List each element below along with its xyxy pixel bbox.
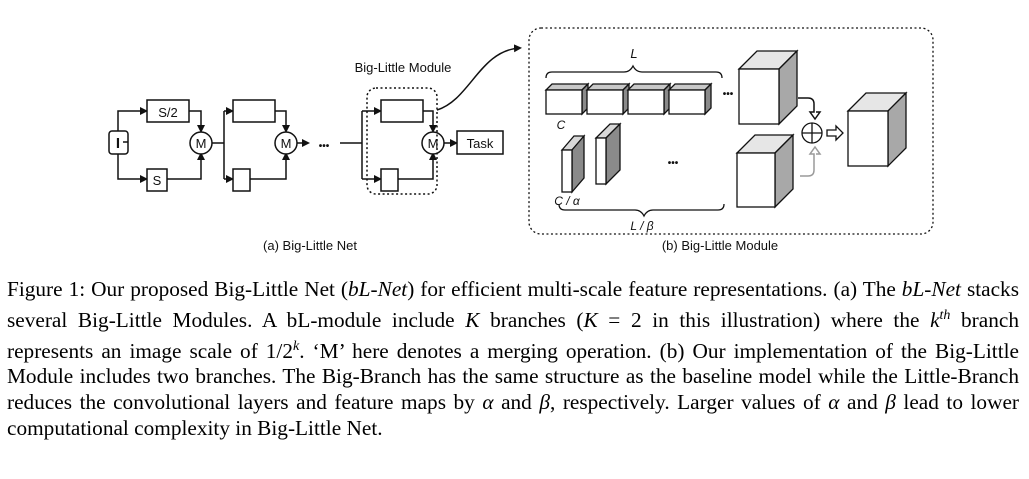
little-channel-label: C / α xyxy=(554,194,581,208)
big-layer-2 xyxy=(585,82,631,116)
big-layer-3 xyxy=(626,82,672,116)
input-label: I xyxy=(116,135,120,152)
panel-b-diagram xyxy=(528,27,934,235)
big-to-sum-arrow xyxy=(798,97,822,121)
big-layer-4 xyxy=(667,82,713,116)
caption-beta-1: β xyxy=(539,390,550,414)
caption-part-9: , respectively. Larger values of xyxy=(549,390,829,414)
figure-caption: Figure 1: Our proposed Big-Little Net (b… xyxy=(7,277,1019,441)
caption-beta-2: β xyxy=(885,390,896,414)
merge-label-2: M xyxy=(281,136,292,151)
panel-a-diagram xyxy=(108,44,522,195)
caption-part-3: stacks several Big-Little Modules. A bL-… xyxy=(7,277,1019,332)
caption-part-8: and xyxy=(493,390,540,414)
module-zoom-connector xyxy=(436,44,522,111)
big-branch-ellipsis: ••• xyxy=(723,89,734,100)
panel-b-outline xyxy=(528,27,934,235)
module-little-box xyxy=(380,168,399,192)
little-branch-ellipsis: ••• xyxy=(668,158,679,169)
caption-kth: k xyxy=(930,307,940,332)
sum-operator-icon xyxy=(801,122,823,144)
little-width-label: L / β xyxy=(630,219,653,233)
task-label: Task xyxy=(467,136,494,151)
little-layer-2 xyxy=(594,122,622,186)
caption-part-7: . ‘M’ here denotes a merging operation. … xyxy=(7,338,1019,414)
panel-b-caption: (b) Big-Little Module xyxy=(662,238,778,253)
little-output-cube xyxy=(735,133,795,209)
caption-bl-net-2: bL-Net xyxy=(901,277,961,301)
caption-alpha-1: α xyxy=(482,390,494,414)
big-output-cube xyxy=(737,49,799,126)
caption-part-2: ) for efficient multi-scale feature repr… xyxy=(407,277,902,301)
task-box xyxy=(456,130,504,155)
little-branch-box-2 xyxy=(232,168,251,192)
merge-label-3: M xyxy=(428,136,439,151)
result-arrow xyxy=(826,124,844,142)
caption-part-10: and xyxy=(839,390,886,414)
half-scale-label: S/2 xyxy=(158,105,178,120)
merge-label-1: M xyxy=(196,136,207,151)
caption-part-5: = 2 in this illustration) where the xyxy=(597,307,931,332)
little-layer-1 xyxy=(560,134,586,194)
big-branch-layers xyxy=(544,82,713,116)
caption-scale-sup: k xyxy=(293,338,300,354)
caption-k-2: K xyxy=(583,307,598,332)
caption-part-6: branch represents an image scale of 1/2 xyxy=(7,307,1019,363)
module-big-box xyxy=(380,99,424,123)
module-outline xyxy=(366,87,438,195)
caption-intro: Figure 1: Our proposed Big-Little Net ( xyxy=(7,277,349,301)
panel-a-ellipsis: ••• xyxy=(319,141,330,152)
result-cube xyxy=(846,91,908,168)
full-scale-label: S xyxy=(153,173,162,188)
caption-part-4: branches ( xyxy=(479,307,584,332)
big-channel-label: C xyxy=(557,118,566,132)
full-scale-box xyxy=(146,168,168,192)
caption-bl-net-1: bL-Net xyxy=(348,277,408,301)
big-layer-1 xyxy=(544,82,590,116)
little-branch-layers xyxy=(560,122,622,194)
little-width-brace xyxy=(558,203,725,218)
caption-alpha-2: α xyxy=(828,390,840,414)
little-to-sum-arrow xyxy=(800,145,822,177)
module-title: Big-Little Module xyxy=(355,60,452,75)
big-width-label: L xyxy=(630,46,637,61)
big-little-figure: I S/2 S M M M ••• Big-Little Module Task… xyxy=(108,27,934,253)
caption-kth-sup: th xyxy=(939,307,951,323)
panel-a-caption: (a) Big-Little Net xyxy=(263,238,357,253)
big-width-brace xyxy=(545,64,723,79)
caption-part-11: lead to lower computational complexity i… xyxy=(7,390,1020,440)
big-branch-box-2 xyxy=(232,99,276,123)
caption-k-1: K xyxy=(465,307,480,332)
